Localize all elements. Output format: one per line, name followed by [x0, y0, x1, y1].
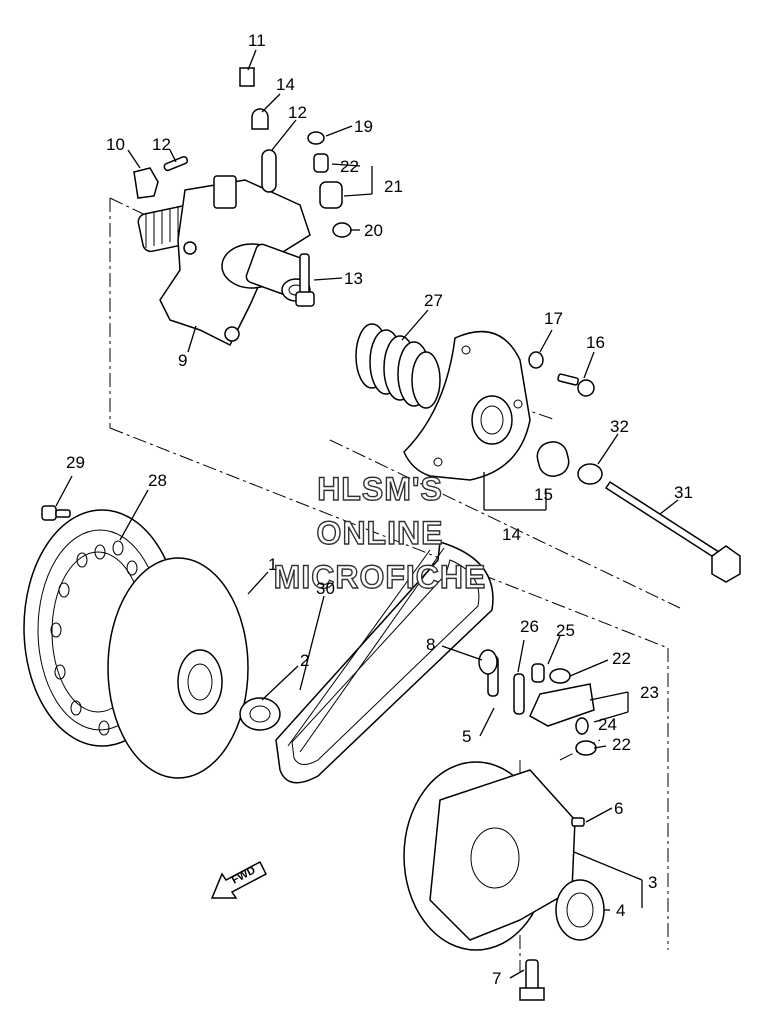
callout-29: 29 — [66, 453, 85, 472]
callout-7: 7 — [492, 969, 501, 988]
watermark-line-1: HLSM'S — [317, 471, 443, 507]
callout-22a: 22 — [612, 649, 631, 668]
watermark-line-3: MICROFICHE — [274, 559, 487, 595]
callout-26: 26 — [520, 617, 539, 636]
callout-22b: 22 — [612, 735, 631, 754]
callout-5: 5 — [462, 727, 471, 746]
spider-small-parts — [133, 67, 352, 307]
forward-direction-arrow: FWD — [210, 860, 267, 899]
callout-15: 14 — [502, 525, 521, 544]
watermark: HLSM'S ONLINE MICROFICHE — [273, 470, 487, 595]
spring-cover — [403, 330, 531, 481]
callout-19a: 19 — [354, 117, 373, 136]
callout-17: 16 — [586, 333, 605, 352]
callout-18: 17 — [544, 309, 563, 328]
callout-11: 12 — [152, 135, 171, 154]
spring — [355, 323, 441, 409]
callout-25: 25 — [556, 621, 575, 640]
callout-1: 1 — [268, 555, 277, 574]
callout-32: 32 — [610, 417, 629, 436]
callout-9: 9 — [178, 351, 187, 370]
callout-21: 22 — [340, 157, 359, 176]
callout-10a: 11 — [248, 31, 266, 50]
collar — [239, 697, 281, 731]
leader-lines — [55, 49, 679, 979]
callout-30: 30 — [316, 579, 335, 598]
callout-12: 12 — [288, 103, 307, 122]
moveable-sheave — [107, 557, 249, 779]
callout-27: 27 — [424, 291, 443, 310]
drive-belt — [275, 541, 494, 784]
callout-4: 4 — [616, 901, 625, 920]
bushing-and-bolts — [528, 351, 741, 583]
callout-23: 23 — [640, 683, 659, 702]
spider-hub — [137, 175, 311, 347]
callout-31: 31 — [674, 483, 693, 502]
callout-3: 3 — [648, 873, 657, 892]
callout-13: 13 — [344, 269, 363, 288]
callout-2: 2 — [300, 651, 309, 670]
callout-8: 8 — [426, 635, 435, 654]
callout-28: 28 — [148, 471, 167, 490]
callout-14: 14 — [276, 75, 295, 94]
small-bolt — [41, 505, 71, 521]
callout-19b: 20 — [364, 221, 383, 240]
callout-6: 6 — [614, 799, 623, 818]
sheave-housing — [403, 649, 605, 1001]
watermark-line-2: ONLINE — [317, 515, 444, 551]
callout-16: 15 — [534, 485, 553, 504]
callout-20: 21 — [384, 177, 403, 196]
callout-10b: 10 — [106, 135, 125, 154]
callout-24: 24 — [598, 715, 617, 734]
callout-labels: 11 14 12 19 22 21 20 13 10 12 9 27 17 16… — [66, 31, 693, 988]
